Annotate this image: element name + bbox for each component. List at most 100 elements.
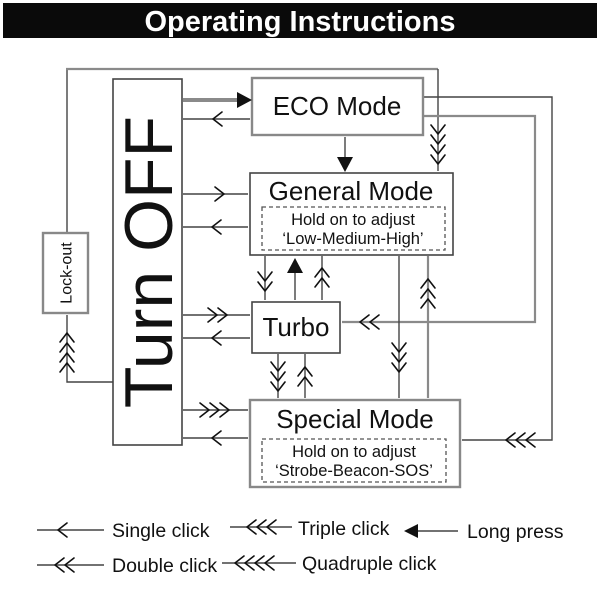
legend-triple-click-label: Triple click [298, 518, 390, 540]
chevron-left-icon [234, 555, 245, 571]
chevron-down-icon [270, 361, 286, 372]
chevron-down-icon [270, 371, 286, 382]
arrow-eco-to-turnoff-single-click [183, 111, 250, 127]
chevron-up-icon [59, 332, 75, 343]
arrow-line [342, 114, 537, 324]
special-mode-hint-line1: Hold on to adjust [292, 443, 416, 461]
chevron-right-icon [217, 307, 228, 323]
chevron-left-icon [64, 557, 75, 573]
legend-long-press-label: Long press [467, 521, 564, 543]
general-mode-hint-line1: Hold on to adjust [291, 211, 415, 229]
arrow-turnoff-to-general-single-click [183, 186, 248, 202]
chevron-down-icon [430, 134, 446, 145]
arrowhead-icon [404, 524, 418, 538]
legend-long-press: Long press [404, 521, 564, 543]
eco-mode-label: ECO Mode [273, 91, 402, 121]
general-mode-hint-box [261, 206, 446, 251]
title-bar: Operating Instructions [3, 3, 597, 38]
special-mode-box [248, 398, 462, 489]
arrow-eco-to-general-long-press [337, 137, 353, 172]
chevron-up-icon [59, 362, 75, 373]
eco-mode-box [250, 76, 425, 137]
chevron-left-icon [211, 219, 222, 235]
arrow-turbo-to-general-long-press [287, 258, 303, 300]
special-mode-label: Special Mode [276, 404, 434, 434]
arrow-turbo-to-special-triple-click [270, 354, 286, 398]
chevron-left-icon [54, 557, 65, 573]
arrow-eco-to-special-triple-click [423, 96, 553, 448]
node-turn-off: Turn OFF [111, 78, 187, 446]
chevron-up-icon [420, 298, 436, 309]
node-lock-out: Lock-out [41, 231, 90, 315]
arrowhead-icon [337, 157, 353, 172]
chevron-left-icon [264, 555, 275, 571]
chevron-down-icon [257, 281, 273, 292]
legend-triple-click: Triple click [230, 518, 390, 540]
legend-double-click: Double click [37, 555, 217, 577]
chevron-down-icon [430, 154, 446, 165]
arrow-line [66, 315, 113, 383]
general-mode-label: General Mode [269, 176, 434, 206]
legend: Single click Triple click Long press Dou… [37, 518, 564, 577]
chevron-down-icon [391, 362, 407, 373]
chevron-left-icon [256, 519, 267, 535]
chevron-left-icon [212, 111, 223, 127]
chevron-right-icon [214, 186, 225, 202]
chevron-right-icon [207, 307, 218, 323]
chevron-left-icon [266, 519, 277, 535]
arrowhead-icon [237, 92, 252, 108]
arrow-special-to-turbo-double-click [297, 354, 313, 398]
arrow-turbo-to-general-double-click [314, 256, 330, 300]
arrow-turnoff-to-turbo-double-click [183, 307, 250, 323]
chevron-down-icon [391, 342, 407, 353]
chevron-down-icon [430, 124, 446, 135]
chevron-right-icon [199, 402, 210, 418]
chevron-down-icon [257, 271, 273, 282]
arrow-turnoff-to-lockout-quadruple-click [59, 315, 113, 383]
turn-off-label: Turn OFF [111, 116, 187, 408]
page-title: Operating Instructions [145, 6, 456, 38]
arrow-turbo-to-turnoff-single-click [183, 330, 250, 346]
lock-out-box [41, 231, 90, 315]
chevron-left-icon [505, 432, 516, 448]
special-mode-hint-line2: ‘Strobe-Beacon-SOS’ [275, 462, 433, 480]
chevron-left-icon [211, 430, 222, 446]
legend-quadruple-click-label: Quadruple click [302, 553, 437, 575]
node-eco-mode: ECO Mode [250, 76, 425, 137]
turbo-label: Turbo [263, 312, 330, 342]
general-mode-hint-line2: ‘Low-Medium-High’ [282, 230, 423, 248]
chevron-up-icon [59, 342, 75, 353]
node-special-mode: Special Mode Hold on to adjust ‘Strobe-B… [248, 398, 462, 489]
chevron-up-icon [59, 352, 75, 363]
arrow-general-to-turbo-double-click [257, 256, 273, 300]
chevron-up-icon [297, 366, 313, 377]
legend-double-click-label: Double click [112, 555, 217, 577]
chevron-right-icon [219, 402, 230, 418]
arrow-eco-to-turbo-double-click [342, 114, 537, 330]
arrowhead-icon [287, 258, 303, 273]
chevron-up-icon [314, 277, 330, 288]
chevron-left-icon [211, 330, 222, 346]
arrow-turnoff-to-special-triple-click [183, 402, 248, 418]
arrow-turnoff-to-eco-long-press [183, 92, 252, 108]
legend-single-click-label: Single click [112, 520, 210, 542]
title-bar-background [3, 3, 597, 38]
chevron-left-icon [515, 432, 526, 448]
legend-single-click: Single click [37, 520, 210, 542]
arrow-lockout-to-general-quadruple-click [66, 67, 446, 233]
chevron-left-icon [369, 314, 380, 330]
chevron-left-icon [246, 519, 257, 535]
legend-quadruple-click: Quadruple click [222, 553, 437, 575]
chevron-left-icon [359, 314, 370, 330]
turbo-box [251, 301, 341, 354]
chevron-left-icon [57, 522, 68, 538]
chevron-right-icon [209, 402, 220, 418]
chevron-up-icon [297, 376, 313, 387]
arrow-special-to-general-triple-click [420, 256, 436, 398]
chevron-left-icon [254, 555, 265, 571]
general-mode-box [249, 172, 454, 256]
chevron-down-icon [430, 144, 446, 155]
chevron-up-icon [420, 278, 436, 289]
chevron-down-icon [270, 381, 286, 392]
